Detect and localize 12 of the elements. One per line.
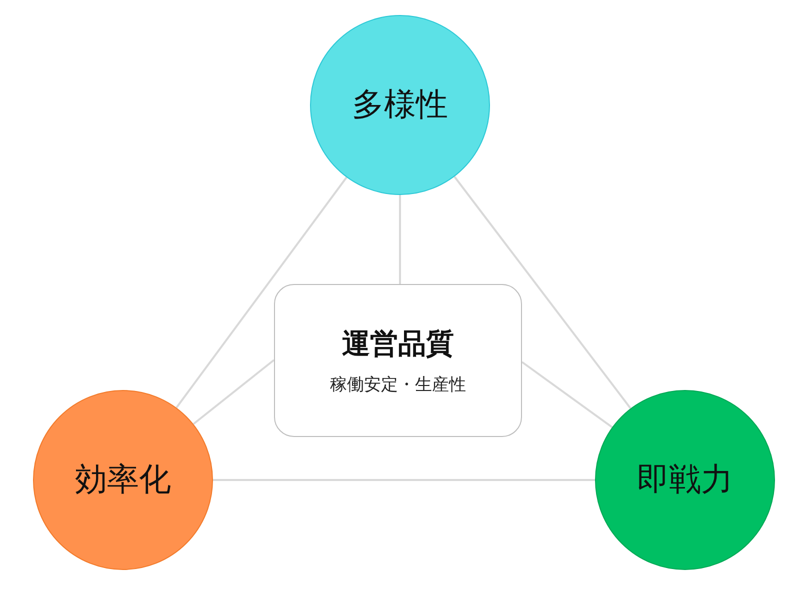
content-box — [274, 284, 522, 437]
node-label: 即戦力 — [637, 459, 733, 500]
connector-line — [521, 361, 613, 428]
connector-line — [454, 176, 632, 409]
box-subtitle: 稼働安定・生産性 — [330, 374, 466, 396]
connector-line — [176, 176, 348, 408]
connector-line — [192, 359, 275, 425]
node-label: 多様性 — [352, 84, 448, 125]
node-label: 効率化 — [75, 459, 171, 500]
box-title: 運営品質 — [342, 326, 454, 362]
connector-line — [213, 479, 595, 481]
connector-line — [399, 195, 401, 284]
